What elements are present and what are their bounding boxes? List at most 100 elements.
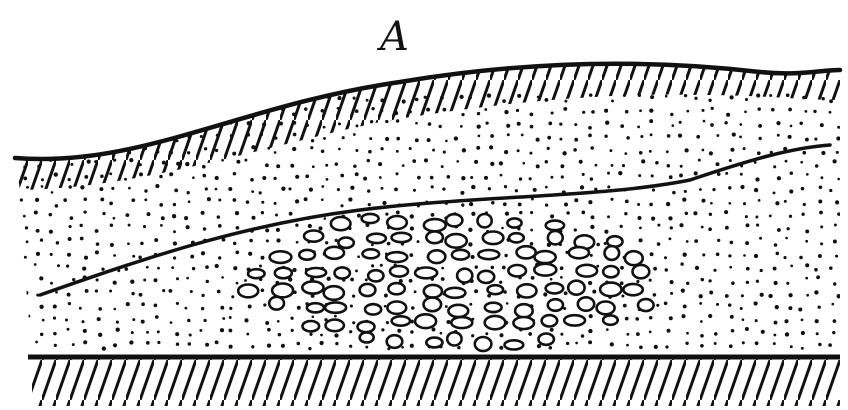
sand-dot [83, 210, 86, 213]
sand-dot [222, 110, 225, 113]
gravel-pebble [457, 269, 472, 283]
sand-dot [57, 264, 60, 267]
sand-dot [649, 119, 653, 123]
sand-dot [381, 328, 384, 331]
sand-dot [279, 95, 282, 98]
sand-dot [289, 212, 293, 216]
sand-dot [259, 265, 262, 268]
sand-dot [334, 333, 338, 337]
sand-dot [726, 113, 730, 117]
sand-dot [745, 215, 748, 218]
sand-dot [507, 133, 510, 136]
sand-dot [588, 281, 592, 285]
sand-dot [544, 98, 548, 102]
sand-dot [288, 187, 291, 190]
sand-dot [729, 344, 733, 348]
sand-dot [730, 315, 734, 319]
sand-dot [821, 151, 825, 155]
sand-dot [81, 138, 85, 142]
sand-dot [818, 343, 821, 346]
sand-dot [664, 256, 667, 259]
sand-dot [125, 213, 129, 217]
sand-dot [667, 164, 671, 168]
sand-dot [261, 288, 265, 292]
sand-dot [626, 344, 629, 347]
sand-dot [686, 240, 689, 243]
sand-dot [834, 224, 837, 227]
sand-dot [574, 138, 578, 142]
sand-dot [155, 315, 159, 319]
sand-dot [566, 342, 569, 345]
sand-dot [708, 99, 711, 102]
sand-dot [681, 288, 685, 292]
sand-dot [490, 162, 494, 166]
sand-dot [545, 160, 549, 164]
sand-dot [536, 138, 540, 142]
gravel-pebble [388, 283, 404, 294]
sand-dot [53, 332, 57, 336]
sand-dot [53, 317, 56, 320]
gravel-pebble [509, 233, 524, 242]
sand-dot [110, 223, 113, 226]
sand-dot [728, 303, 731, 306]
sand-dot [679, 121, 682, 124]
gravel-pebble [424, 219, 446, 231]
sand-dot [519, 211, 522, 214]
sand-dot [292, 147, 296, 151]
sand-dot [774, 281, 778, 285]
sand-dot [548, 122, 552, 126]
sand-dot [708, 314, 712, 318]
sand-dot [85, 289, 89, 293]
sand-dot [69, 148, 72, 151]
sand-dot [199, 122, 202, 125]
sand-dot [650, 133, 653, 136]
sand-dot [324, 217, 327, 220]
sand-dot [79, 147, 83, 151]
sand-dot [621, 294, 624, 297]
sand-dot [657, 224, 660, 227]
sand-dot [35, 96, 39, 100]
sand-dot [102, 346, 106, 350]
sand-dot [724, 210, 728, 214]
sand-dot [699, 302, 702, 305]
sand-dot [156, 150, 160, 154]
sand-dot [251, 97, 254, 100]
sand-dot [503, 202, 507, 206]
sand-dot [708, 279, 711, 282]
sand-dot [246, 112, 249, 115]
sand-dot [233, 172, 236, 175]
sand-dot [414, 290, 417, 293]
sand-dot [274, 202, 277, 205]
sand-dot [491, 201, 495, 205]
sand-dot [653, 267, 657, 271]
sand-dot [394, 111, 398, 115]
sand-dot [672, 191, 676, 195]
sand-dot [550, 214, 554, 218]
sand-dot [417, 240, 420, 243]
sand-dot [249, 239, 253, 243]
sand-dot [543, 292, 547, 296]
sand-dot [53, 304, 57, 308]
sand-dot [175, 332, 179, 336]
sand-dot [530, 113, 534, 117]
sand-dot [651, 217, 655, 221]
gravel-pebble [269, 297, 284, 310]
sand-dot [785, 160, 788, 163]
sand-dot [173, 230, 176, 233]
sand-dot [746, 267, 750, 271]
sand-dot [545, 203, 548, 206]
sand-dot [83, 340, 87, 344]
sand-dot [23, 166, 26, 169]
sand-dot [788, 306, 792, 310]
sand-dot [805, 110, 808, 113]
sand-dot [773, 191, 776, 194]
sand-dot [265, 163, 269, 167]
sand-dot [96, 124, 99, 127]
sand-dot [353, 133, 356, 136]
sand-dot [52, 110, 56, 114]
sand-dot [124, 178, 127, 181]
sand-dot [607, 172, 610, 175]
sand-dot [822, 97, 825, 100]
gravel-pebble [302, 281, 323, 293]
sand-dot [340, 174, 344, 178]
